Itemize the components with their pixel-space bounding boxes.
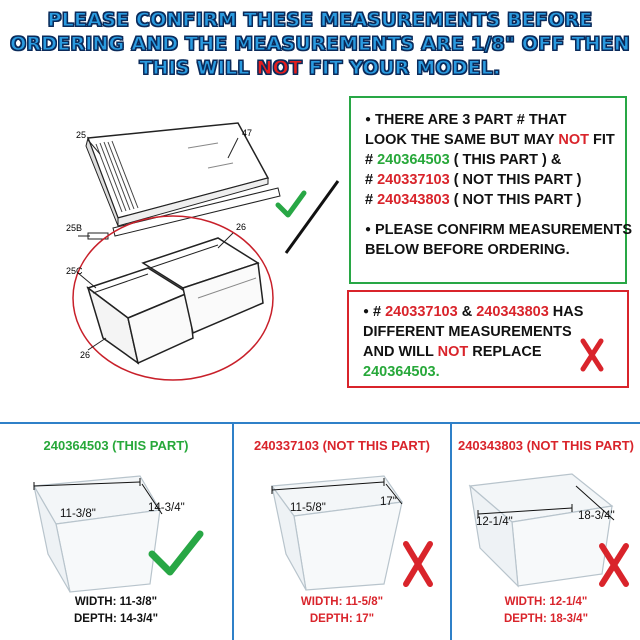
part-title: 240337103 (NOT THIS PART) — [253, 438, 431, 453]
check-icon — [148, 530, 204, 576]
depth-label: 18-3/4" — [578, 510, 615, 522]
depth-label: 17" — [380, 496, 397, 508]
connector-check — [275, 180, 340, 254]
parts-diagram: 25 47 25B 26 25C 26 — [58, 118, 348, 408]
depth-spec: DEPTH: 14-3/4" — [73, 613, 159, 625]
diagram-label-25c: 25C — [66, 266, 83, 276]
width-spec: WIDTH: 11-5/8" — [300, 596, 384, 608]
part-info-box: ●THERE ARE 3 PART # THAT LOOK THE SAME B… — [349, 96, 632, 284]
x-icon — [599, 543, 629, 587]
bullet-icon: ● — [365, 114, 372, 125]
part-number-this: # 240364503 ( THIS PART ) & — [365, 152, 562, 168]
drawer-photo — [468, 473, 629, 588]
width-spec: WIDTH: 11-3/8" — [74, 596, 158, 608]
depth-label: 14-3/4" — [148, 502, 185, 514]
depth-spec: DEPTH: 18-3/4" — [503, 613, 589, 625]
part-number-other-2: # 240343803 ( NOT THIS PART ) — [365, 192, 582, 208]
part-column-other-2: 240343803 (NOT THIS PART) 12-1/4" 18-3/4… — [450, 424, 640, 640]
drawer-photo — [270, 475, 433, 591]
warning-box: ●# 240337103 & 240343803 HAS DIFFERENT M… — [347, 290, 629, 388]
banner-line-2: ORDERING AND THE MEASUREMENTS ARE 1/8" O… — [10, 33, 631, 56]
width-label: 11-5/8" — [290, 502, 326, 514]
crisper-drawer-diagram: 25 47 25B 26 25C 26 — [66, 122, 281, 381]
warning-banner: PLEASE CONFIRM THESE MEASUREMENTS BEFORE… — [0, 8, 640, 80]
diagram-label-26-bottom: 26 — [80, 350, 90, 360]
check-icon — [275, 190, 307, 218]
comparison-panel: 240364503 (THIS PART) 11-3/8" 14-3/4" WI… — [0, 422, 640, 640]
part-title: 240343803 (NOT THIS PART) — [457, 438, 635, 453]
part-title: 240364503 (THIS PART) — [43, 438, 189, 453]
depth-spec: DEPTH: 17" — [309, 613, 375, 625]
part-column-other-1: 240337103 (NOT THIS PART) 11-5/8" 17" WI… — [232, 424, 450, 640]
banner-line-3: THIS WILL NOT FIT YOUR MODEL. — [139, 57, 501, 80]
banner-not-word: NOT — [256, 57, 303, 80]
diagram-label-25: 25 — [76, 130, 86, 140]
width-spec: WIDTH: 12-1/4" — [504, 596, 588, 608]
diagram-label-26-top: 26 — [236, 222, 246, 232]
drawer-photo — [33, 475, 204, 593]
x-icon — [580, 338, 604, 372]
width-label: 12-1/4" — [476, 516, 513, 528]
divider-line — [284, 180, 340, 254]
part-column-this: 240364503 (THIS PART) 11-3/8" 14-3/4" WI… — [0, 424, 232, 640]
diagram-label-25b: 25B — [66, 223, 82, 233]
diagram-label-47: 47 — [242, 128, 252, 138]
part-number-other-1: # 240337103 ( NOT THIS PART ) — [365, 172, 582, 188]
banner-line-1: PLEASE CONFIRM THESE MEASUREMENTS BEFORE — [47, 9, 593, 32]
bullet-icon: ● — [365, 224, 372, 235]
bullet-icon: ● — [363, 306, 370, 317]
width-label: 11-3/8" — [60, 508, 96, 520]
x-icon — [403, 541, 433, 587]
